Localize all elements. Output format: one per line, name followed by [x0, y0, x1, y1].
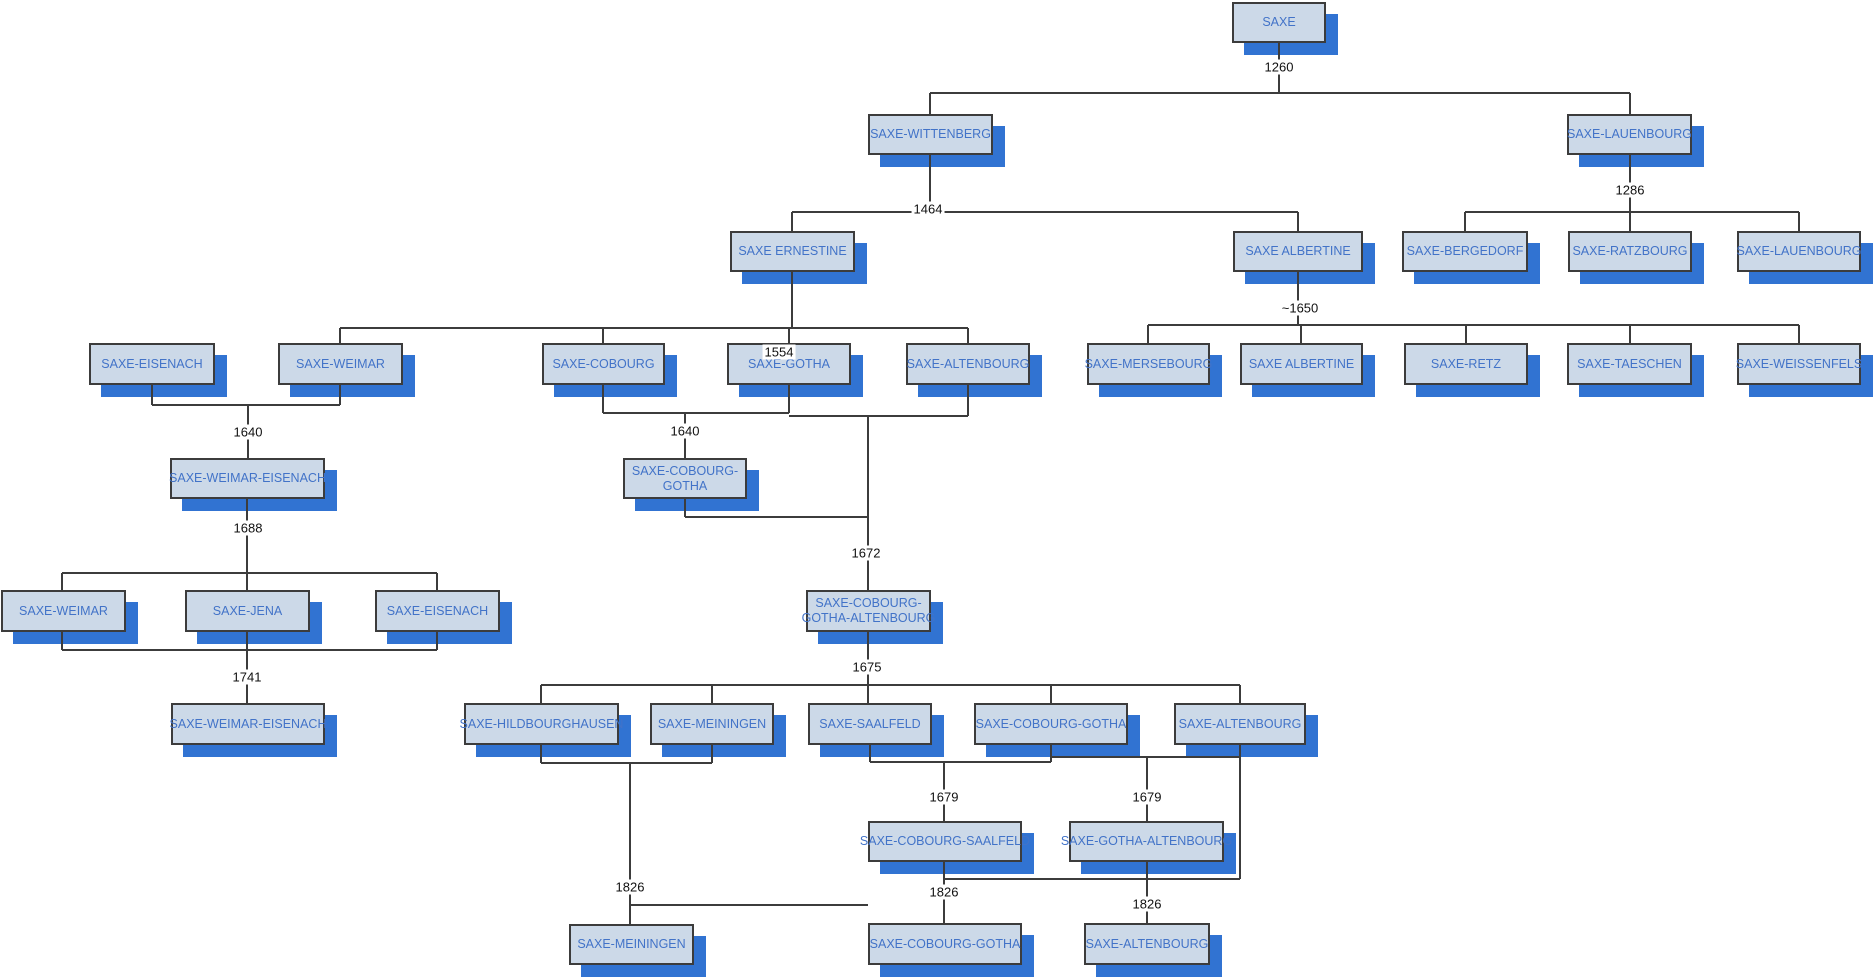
node-saxe-weissenfels: SAXE-WEISSENFELS	[1735, 343, 1863, 385]
node-saxe-bergedorf: SAXE-BERGEDORF	[1402, 231, 1528, 272]
node-saxe-saalfeld: SAXE-SAALFELD	[808, 703, 932, 745]
node-label: SAXE-WEISSENFELS	[1735, 356, 1863, 371]
node-saxe-albertine-1650: SAXE ALBERTINE	[1240, 343, 1363, 385]
node-label: SAXE-WEIMAR	[296, 356, 385, 371]
node-label: SAXE-ALTENBOURG	[1178, 716, 1302, 731]
node-label: SAXE-WITTENBERG	[870, 127, 991, 141]
node-label: SAXE-ALTENBOURG	[906, 356, 1030, 371]
node-label: SAXE-WEIMAR	[19, 603, 108, 618]
node-label: SAXE-TAESCHEN	[1577, 356, 1682, 371]
node-saxe-taeschen: SAXE-TAESCHEN	[1567, 343, 1692, 385]
node-label: SAXE-BERGEDORF	[1406, 244, 1524, 258]
node-label: SAXE-RATZBOURG	[1572, 244, 1688, 258]
node-label: SAXE ALBERTINE	[1248, 356, 1355, 371]
node-label: SAXE-GOTHA-ALTENBOURG	[1060, 834, 1233, 848]
node-label: SAXE-SAALFELD	[819, 716, 921, 731]
node-saxe-gotha: SAXE-GOTHA	[727, 343, 851, 385]
date-label: 1826	[927, 884, 961, 900]
node-saxe-weimar-1554: SAXE-WEIMAR	[278, 343, 403, 385]
node-saxe-meiningen-1675: SAXE-MEININGEN	[650, 703, 774, 745]
node-saxe-weimar-eisenach-1741: SAXE-WEIMAR-EISENACH	[169, 703, 327, 745]
date-label: 1640	[231, 424, 265, 440]
node-label: SAXE-HILDBOURGHAUSEN	[459, 716, 624, 731]
node-saxe-eisenach-1554: SAXE-EISENACH	[89, 343, 215, 385]
node-saxe-cobourg: SAXE-COBOURG	[542, 343, 665, 385]
node-saxe-lauenbourg-top: SAXE-LAUENBOURG	[1567, 114, 1692, 155]
node-saxe-weimar-eisenach-1640: SAXE-WEIMAR-EISENACH	[169, 458, 326, 499]
node-label: SAXE-COBOURG-GOTHA	[975, 716, 1127, 731]
node-saxe-eisenach-1688: SAXE-EISENACH	[375, 590, 500, 632]
node-saxe-retz: SAXE-RETZ	[1404, 343, 1528, 385]
node-saxe-ratzbourg: SAXE-RATZBOURG	[1568, 231, 1692, 272]
node-label: SAXE-RETZ	[1430, 356, 1502, 371]
date-label: 1286	[1613, 182, 1647, 198]
date-label: 1675	[850, 659, 884, 675]
node-saxe-cobourg-saalfeld: SAXE-COBOURG-SAALFELD	[860, 821, 1030, 862]
node-saxe-wittenberg: SAXE-WITTENBERG	[868, 114, 993, 155]
node-saxe-cobourg-gotha-1640: SAXE-COBOURG-GOTHA	[623, 458, 747, 499]
node-saxe-hildbourghausen: SAXE-HILDBOURGHAUSEN	[460, 703, 623, 745]
date-label: 1640	[668, 423, 702, 439]
date-label: 1826	[1130, 896, 1164, 912]
node-label: SAXE-ALTENBOURG	[1085, 936, 1209, 951]
node-label: SAXE-WEIMAR-EISENACH	[169, 716, 327, 731]
node-saxe-altenbourg-1675: SAXE-ALTENBOURG	[1174, 703, 1306, 745]
node-saxe-jena: SAXE-JENA	[185, 590, 310, 632]
node-label: SAXE-MEININGEN	[577, 937, 686, 951]
node-saxe-altenbourg-1826: SAXE-ALTENBOURG	[1084, 923, 1210, 965]
node-label: SAXE ERNESTINE	[738, 244, 847, 258]
node-saxe-lauenbourg-child: SAXE-LAUENBOURG	[1736, 231, 1862, 272]
node-label: SAXE-LAUENBOURG	[1566, 127, 1693, 141]
node-label: SAXE-WEIMAR-EISENACH	[169, 471, 326, 485]
node-label: SAXE-LAUENBOURG	[1736, 244, 1862, 258]
node-label: SAXE-MEININGEN	[657, 716, 767, 731]
node-saxe: SAXE	[1232, 2, 1326, 43]
date-label: 1260	[1262, 59, 1296, 75]
node-label: SAXE	[1262, 15, 1296, 29]
node-saxe-cobourg-gotha-1675: SAXE-COBOURG-GOTHA	[974, 703, 1128, 745]
node-saxe-altenbourg-1554: SAXE-ALTENBOURG	[906, 343, 1030, 385]
date-label: 1741	[230, 669, 264, 685]
node-label: SAXE-MERSEBOURG	[1084, 356, 1213, 371]
date-label: ~1650	[1279, 300, 1321, 316]
date-label: 1672	[849, 545, 883, 561]
node-saxe-cobourg-gotha-1826: SAXE-COBOURG-GOTHA	[868, 923, 1022, 965]
node-label: SAXE-EISENACH	[101, 356, 203, 371]
date-label: 1679	[927, 789, 961, 805]
node-label-line: SAXE-COBOURG-	[631, 463, 739, 478]
node-label-line: GOTHA-ALTENBOURG	[801, 611, 936, 625]
node-saxe-cobourg-gotha-altenbourg: SAXE-COBOURG-GOTHA-ALTENBOURG	[802, 590, 935, 632]
date-label: 1554	[762, 344, 796, 360]
node-saxe-weimar-1688: SAXE-WEIMAR	[1, 590, 126, 632]
date-label: 1464	[911, 201, 945, 217]
node-label: SAXE-COBOURG-SAALFELD	[859, 834, 1031, 848]
node-saxe-gotha-altenbourg: SAXE-GOTHA-ALTENBOURG	[1061, 821, 1232, 862]
node-label: SAXE-COBOURG-GOTHA	[869, 936, 1021, 951]
date-label: 1679	[1130, 789, 1164, 805]
node-label: SAXE-JENA	[212, 603, 283, 618]
node-label: SAXE-COBOURG	[552, 356, 655, 371]
node-label: SAXE-EISENACH	[386, 603, 489, 618]
node-saxe-albertine: SAXE ALBERTINE	[1233, 231, 1363, 272]
date-label: 1688	[231, 520, 265, 536]
node-label-line: SAXE-COBOURG-	[815, 596, 922, 610]
node-label: SAXE-GOTHA	[748, 356, 830, 371]
node-saxe-ernestine: SAXE ERNESTINE	[730, 231, 855, 272]
date-label: 1826	[613, 879, 647, 895]
node-label: SAXE ALBERTINE	[1245, 244, 1351, 258]
node-saxe-mersebourg: SAXE-MERSEBOURG	[1084, 343, 1213, 385]
node-label-line: GOTHA	[662, 478, 708, 493]
node-saxe-meiningen-1826: SAXE-MEININGEN	[569, 924, 694, 965]
